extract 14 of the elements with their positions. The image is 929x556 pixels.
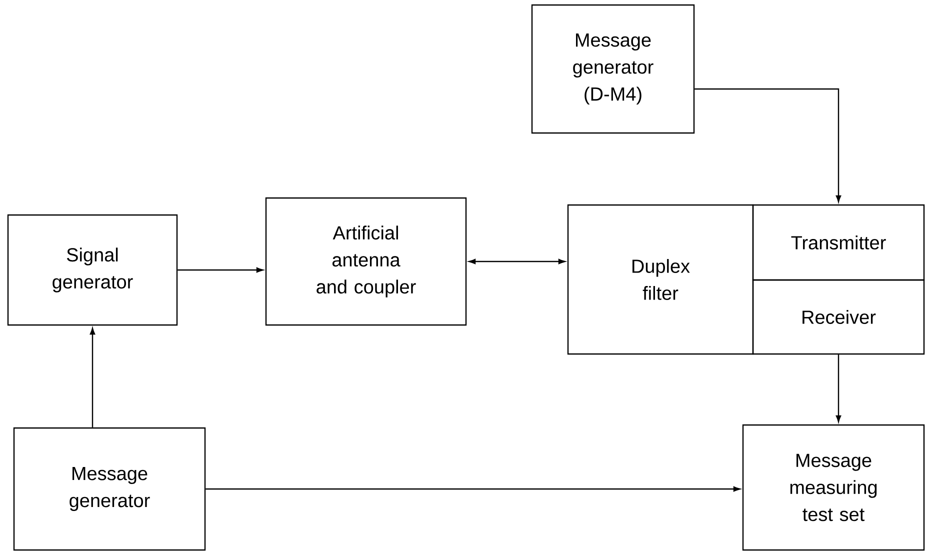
block-box: Receiver (752, 279, 925, 355)
block-box: Transmitter (752, 204, 925, 281)
block-box: Message generator (13, 427, 206, 551)
block-box: Signal generator (7, 214, 178, 326)
block-box: Message generator (D-M4) (531, 4, 695, 134)
arrow (836, 354, 842, 422)
arrow (694, 88, 842, 202)
arrow (90, 328, 96, 428)
block-box: Message measuring test set (742, 424, 925, 551)
arrow (206, 486, 740, 492)
arrow (468, 258, 566, 264)
block-box: Artificial antenna and coupler (265, 197, 467, 326)
arrow (178, 267, 264, 273)
block-box: Duplex filter (567, 204, 754, 355)
